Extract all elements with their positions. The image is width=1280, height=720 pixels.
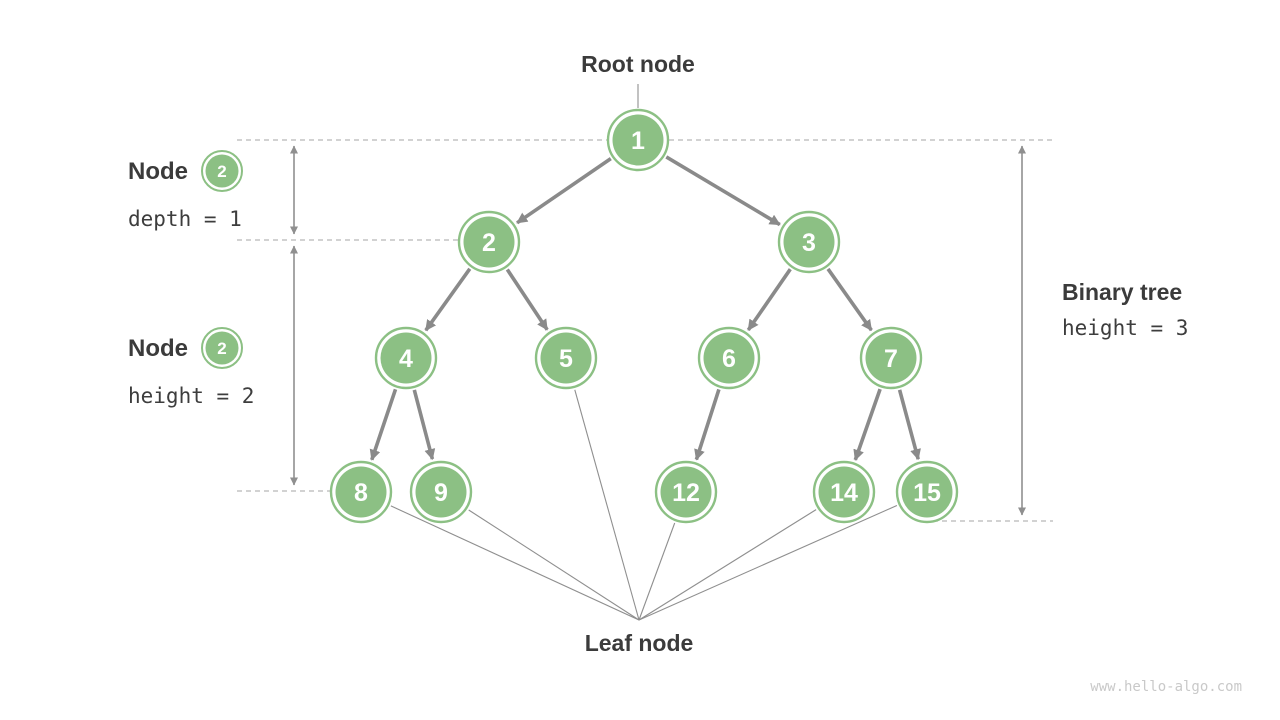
node-depth-title: Node (128, 158, 188, 185)
tree-node-9: 9 (409, 460, 473, 524)
node-circle (660, 466, 712, 518)
measure-arrows (290, 145, 1026, 516)
node-value: 3 (802, 229, 816, 257)
tree-node-14: 14 (812, 460, 876, 524)
leaf-node-label: Leaf node (585, 630, 694, 656)
node-circle (415, 466, 467, 518)
node-circle (380, 332, 432, 384)
node-value: 7 (884, 345, 898, 373)
tree-edges (369, 155, 921, 461)
node-badge-value: 2 (217, 162, 226, 181)
edge-6-12 (694, 388, 721, 461)
annotation-node-height: Node 2 height = 2 (128, 327, 254, 408)
node-value: 9 (434, 479, 448, 507)
leaf-connector-5 (574, 389, 640, 621)
tree-node-1: 1 (606, 108, 670, 172)
leaf-connector-8 (390, 505, 640, 621)
node-circle (463, 216, 515, 268)
leaf-connector-12 (638, 522, 676, 621)
node-depth-metric: depth = 1 (128, 207, 242, 231)
node-value: 2 (482, 229, 496, 257)
edge-3-7 (826, 267, 873, 332)
tree-node-4: 4 (374, 326, 438, 390)
node-circle (540, 332, 592, 384)
edge-2-5 (505, 268, 549, 331)
edge-2-4 (424, 267, 472, 332)
tree-node-7: 7 (859, 326, 923, 390)
tree-nodes: 1 2 3 4 5 6 7 (329, 108, 959, 524)
node-circle (703, 332, 755, 384)
edge-4-9 (412, 389, 436, 461)
annotation-node-depth: Node 2 depth = 1 (128, 150, 243, 231)
edge-7-14 (853, 388, 882, 461)
edge-7-15 (897, 389, 921, 461)
node-value: 6 (722, 345, 736, 373)
node-value: 15 (913, 479, 941, 507)
tree-node-12: 12 (654, 460, 718, 524)
tree-node-15: 15 (895, 460, 959, 524)
leaf-connectors (390, 389, 898, 621)
watermark: www.hello-algo.com (1090, 679, 1242, 695)
leaf-connector-9 (468, 509, 640, 621)
node-value: 8 (354, 479, 368, 507)
node-value: 14 (830, 479, 858, 507)
edge-1-2 (516, 157, 612, 225)
node-value: 5 (559, 345, 573, 373)
node-badge-value: 2 (217, 339, 226, 358)
node-badge-circle (205, 331, 239, 365)
edge-4-8 (369, 388, 398, 461)
node-circle (818, 466, 870, 518)
node-height-title: Node (128, 335, 188, 362)
root-node-label: Root node (581, 51, 695, 77)
edge-3-6 (746, 268, 792, 332)
binary-tree-metric: height = 3 (1062, 316, 1188, 340)
node-height-metric: height = 2 (128, 384, 254, 408)
node-value: 12 (672, 479, 700, 507)
leaf-connector-14 (638, 509, 817, 621)
edge-1-3 (665, 155, 781, 227)
node-circle (612, 114, 664, 166)
node-circle (865, 332, 917, 384)
binary-tree-title: Binary tree (1062, 279, 1182, 305)
node-value: 4 (399, 345, 413, 373)
tree-node-5: 5 (534, 326, 598, 390)
tree-node-3: 3 (777, 210, 841, 274)
node-value: 1 (631, 127, 645, 155)
node-circle (783, 216, 835, 268)
tree-node-8: 8 (329, 460, 393, 524)
leaf-connector-15 (638, 504, 898, 621)
node-circle (335, 466, 387, 518)
node-badge-circle (205, 154, 239, 188)
node-circle (901, 466, 953, 518)
tree-node-2: 2 (457, 210, 521, 274)
tree-node-6: 6 (697, 326, 761, 390)
annotation-tree-height: Binary tree height = 3 (1062, 279, 1188, 340)
